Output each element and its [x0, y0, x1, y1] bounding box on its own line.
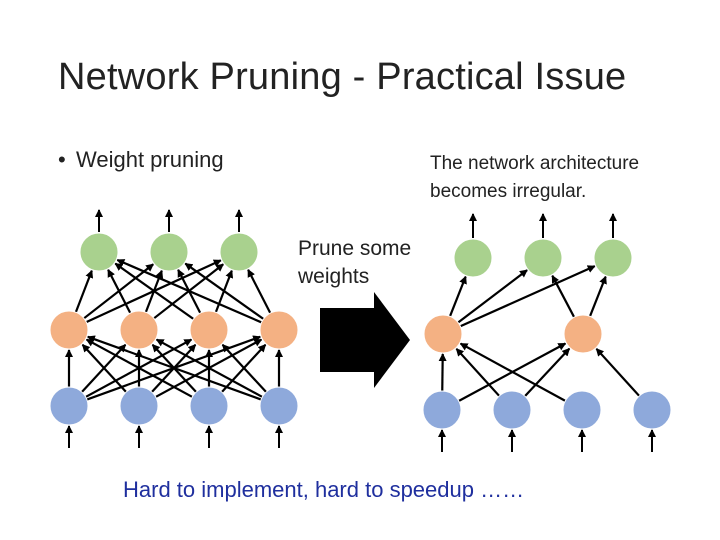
- input-neuron: [119, 386, 159, 426]
- weight-edge: [74, 269, 94, 313]
- weight-edge: [107, 268, 132, 314]
- dense-network: [49, 209, 299, 448]
- note-line-1: The network architecture: [430, 153, 640, 174]
- weight-edge: [524, 347, 571, 397]
- input-neuron: [189, 386, 229, 426]
- weight-edge: [247, 268, 272, 314]
- input-neuron: [632, 390, 672, 430]
- weight-edge: [595, 348, 641, 397]
- weight-edge: [457, 269, 528, 324]
- bullet-weight-pruning: • Weight pruning: [58, 147, 224, 173]
- prune-label: Prune some weights: [298, 235, 411, 291]
- input-neuron: [562, 390, 602, 430]
- hidden-neuron: [423, 314, 463, 354]
- footer-text: Hard to implement, hard to speedup ……: [123, 477, 525, 502]
- input-neuron: [422, 390, 462, 430]
- input-neuron: [259, 386, 299, 426]
- right-arrow-icon: [320, 292, 410, 388]
- bullet-text: Weight pruning: [76, 147, 224, 172]
- input-neuron: [49, 386, 89, 426]
- weight-edge: [86, 335, 262, 401]
- weight-edge: [81, 343, 127, 393]
- hidden-neuron: [189, 310, 229, 350]
- weight-edge: [455, 348, 501, 397]
- weight-edge: [459, 265, 596, 328]
- weight-edge: [184, 262, 265, 320]
- weight-edge: [588, 275, 607, 317]
- output-neuron: [593, 238, 633, 278]
- pruned-network: [422, 213, 672, 452]
- weight-edge: [116, 258, 263, 324]
- note-line-2: becomes irregular.: [430, 181, 587, 202]
- output-neuron: [453, 238, 493, 278]
- output-neuron: [149, 232, 189, 272]
- weight-edge: [448, 275, 467, 317]
- bullet-marker: •: [58, 147, 66, 172]
- output-neuron: [219, 232, 259, 272]
- irregular-note: The network architecture becomes irregul…: [430, 150, 639, 206]
- prune-label-line-2: weights: [298, 265, 370, 288]
- prune-label-line-1: Prune some: [298, 237, 412, 260]
- input-neuron: [492, 390, 532, 430]
- hidden-neuron: [119, 310, 159, 350]
- weight-edge: [221, 343, 267, 393]
- output-neuron: [79, 232, 119, 272]
- weight-edge: [458, 342, 567, 402]
- hidden-neuron: [259, 310, 299, 350]
- weight-edge: [155, 338, 263, 398]
- slide-title: Network Pruning - Practical Issue: [58, 56, 627, 98]
- hidden-neuron: [563, 314, 603, 354]
- output-neuron: [523, 238, 563, 278]
- weight-edge: [114, 262, 195, 320]
- weight-edge: [85, 338, 193, 398]
- hidden-neuron: [49, 310, 89, 350]
- weight-edge: [551, 274, 576, 318]
